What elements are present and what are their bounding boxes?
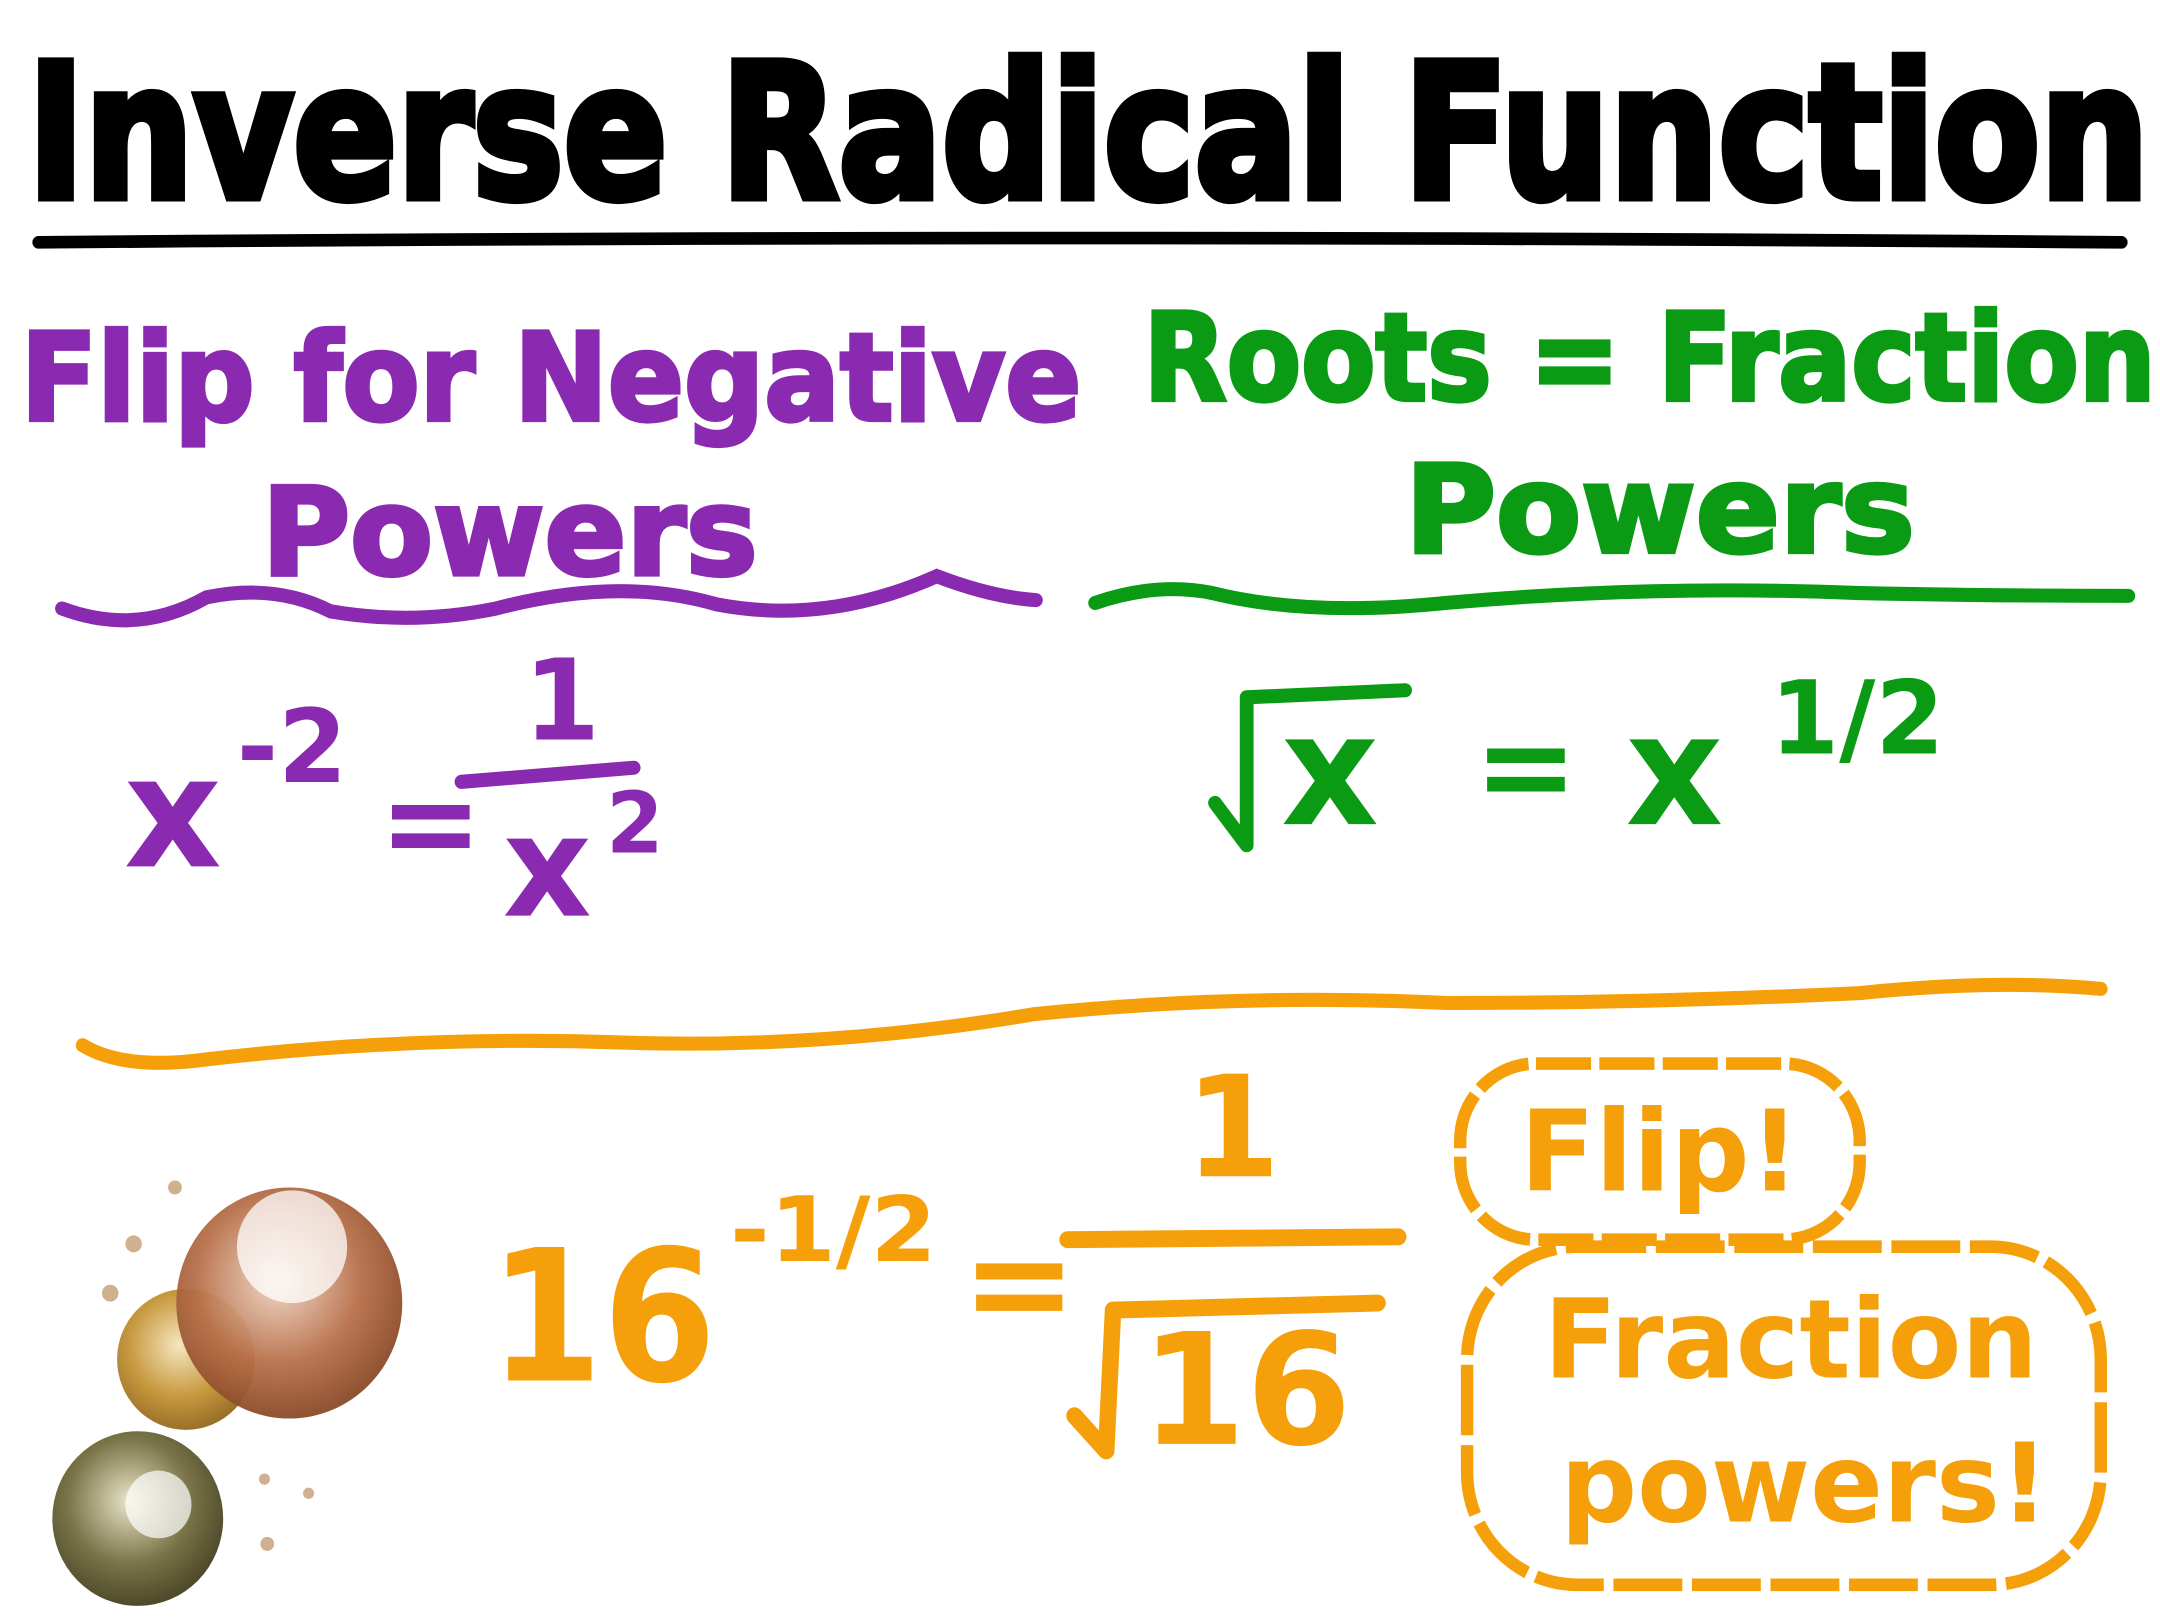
eq-left-denominator-exponent: 2 [606, 773, 664, 872]
fraction-powers-heading-line1: Roots = Fraction [1143, 289, 2155, 430]
eq-left-equals: = [379, 749, 483, 897]
example-fraction-bar [1059, 1228, 1407, 1249]
eq-right-equals: = [1474, 693, 1578, 841]
callout-flip: Flip! [1454, 1057, 1866, 1246]
negative-power-equation: x -2 = 1 x 2 [124, 636, 664, 949]
example-numerator: 1 [1185, 1046, 1281, 1210]
example-denominator: 16 [1141, 1301, 1352, 1481]
negative-powers-heading-line2: Powers [262, 464, 758, 605]
callout-fraction-powers-line1: Fraction [1544, 1276, 2038, 1404]
eq-left-fraction-bar [454, 760, 641, 789]
example-radical-sign [1066, 1294, 1386, 1460]
eq-left-exponent: -2 [237, 688, 347, 806]
callout-flip-text: Flip! [1520, 1087, 1800, 1217]
eq-right-radicand: x [1281, 682, 1379, 862]
title-underline [32, 231, 2128, 249]
fraction-powers-heading-line2: Powers [1405, 441, 1915, 582]
example-divider [75, 977, 2108, 1070]
eq-right-base: x [1626, 682, 1724, 862]
page-title: Inverse Radical Function [28, 25, 2149, 241]
fraction-power-equation: x = x 1/2 [1208, 660, 1944, 862]
callout-fraction-powers-line2: powers! [1560, 1419, 2049, 1547]
fraction-powers-squiggle [1088, 582, 2136, 616]
callout-fraction-powers: Fraction powers! [1460, 1240, 2107, 1592]
example-equation: 16 -1/2 = 1 16 [489, 1046, 1407, 1481]
example-base: 16 [489, 1211, 716, 1424]
example-exponent: -1/2 [730, 1178, 937, 1283]
radical-sign [1208, 683, 1412, 853]
negative-powers-squiggle [55, 568, 1043, 628]
eq-right-exponent: 1/2 [1770, 660, 1944, 778]
eq-left-denominator: x [503, 785, 592, 949]
eq-left-numerator: 1 [523, 636, 600, 766]
eq-left-base: x [124, 724, 222, 904]
example-equals: = [962, 1201, 1077, 1365]
negative-powers-heading-line1: Flip for Negative [21, 309, 1082, 450]
bubbles-icon [52, 1180, 403, 1606]
